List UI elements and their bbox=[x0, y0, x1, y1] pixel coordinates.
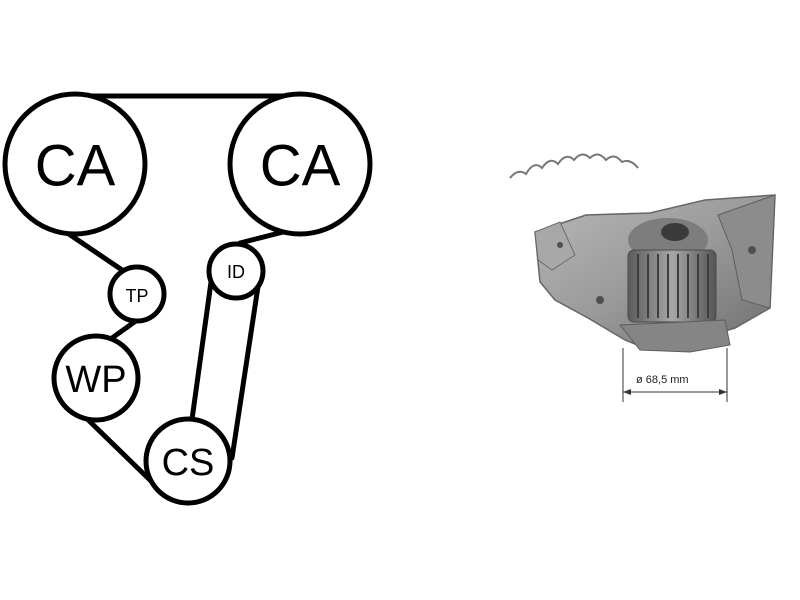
dimension-annotation: ø 68,5 mm bbox=[622, 348, 728, 402]
pulley-cam-left-label: CA bbox=[35, 134, 116, 199]
pulley-crankshaft-label: CS bbox=[162, 442, 215, 484]
gasket-seal-image bbox=[509, 153, 639, 179]
pulley-water-pump: WP bbox=[51, 333, 141, 423]
pulley-cam-right: CA bbox=[227, 91, 373, 237]
dimension-label: ø 68,5 mm bbox=[636, 374, 689, 386]
pulley-crankshaft: CS bbox=[143, 416, 233, 506]
pulley-cam-right-label: CA bbox=[260, 134, 341, 199]
pulley-tensioner-label: TP bbox=[125, 286, 148, 306]
belt-span-wp-to-cs bbox=[77, 409, 155, 485]
pulley-idler: ID bbox=[206, 241, 266, 301]
pulley-cam-left: CA bbox=[2, 91, 148, 237]
water-pump-image bbox=[534, 194, 776, 353]
pulley-water-pump-label: WP bbox=[65, 359, 126, 401]
pulley-tensioner: TP bbox=[107, 264, 167, 324]
pulley-idler-label: ID bbox=[227, 262, 245, 282]
belt-span-cs-to-id bbox=[229, 277, 262, 461]
